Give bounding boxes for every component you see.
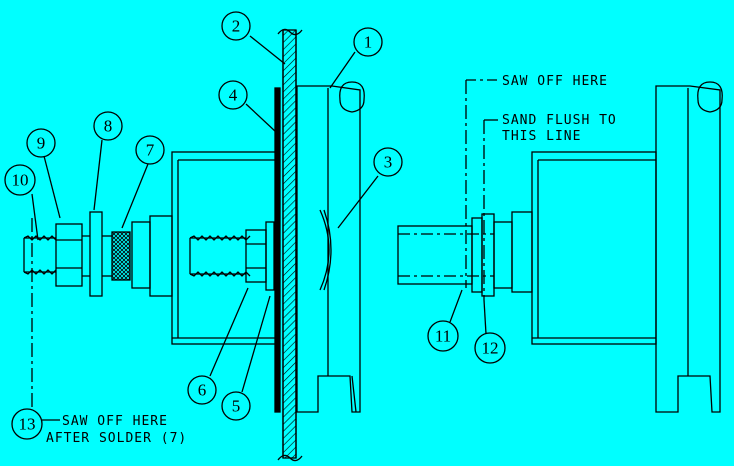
panel-wall (277, 28, 303, 462)
note-saw-after-2: AFTER SOLDER (7) (46, 431, 187, 446)
meter-face-left (296, 81, 365, 413)
callout-10-text: 10 (12, 171, 29, 190)
callout-1 (353, 27, 383, 57)
note-sand-flush-2: THIS LINE (502, 129, 581, 144)
callout-2-text: 2 (232, 17, 241, 36)
meter-housing-left (131, 151, 277, 345)
callout-12 (474, 332, 506, 364)
callout-3-text: 3 (384, 153, 393, 172)
callout-8-text: 8 (104, 117, 113, 136)
callout-9-text: 9 (37, 134, 46, 153)
stud-inner (189, 221, 275, 291)
callout-7 (135, 135, 165, 165)
meter-right (397, 81, 723, 413)
callout-11-text: 11 (435, 327, 451, 346)
note-saw-off: SAW OFF HERE (502, 74, 608, 89)
callout-6-text: 6 (198, 381, 207, 400)
callout-5 (221, 391, 251, 421)
callout-8 (93, 111, 123, 141)
callout-12-text: 12 (482, 339, 499, 358)
callout-3 (373, 147, 403, 177)
callout-4-text: 4 (229, 86, 238, 105)
note-sand-flush-1: SAND FLUSH TO (502, 113, 617, 128)
callout-6 (187, 375, 217, 405)
note-saw-after-1: SAW OFF HERE (62, 414, 168, 429)
callout-4 (218, 80, 248, 110)
callout-13 (11, 408, 43, 440)
callout-11 (427, 320, 459, 352)
gasket-part (274, 87, 281, 413)
callout-1-text: 1 (364, 33, 373, 52)
callout-2 (221, 11, 251, 41)
callout-10 (4, 164, 36, 196)
stud-outer (23, 211, 131, 297)
callout-9 (26, 128, 56, 158)
callout-7-text: 7 (146, 141, 155, 160)
callout-5-text: 5 (232, 397, 241, 416)
callout-13-text: 13 (19, 415, 36, 434)
